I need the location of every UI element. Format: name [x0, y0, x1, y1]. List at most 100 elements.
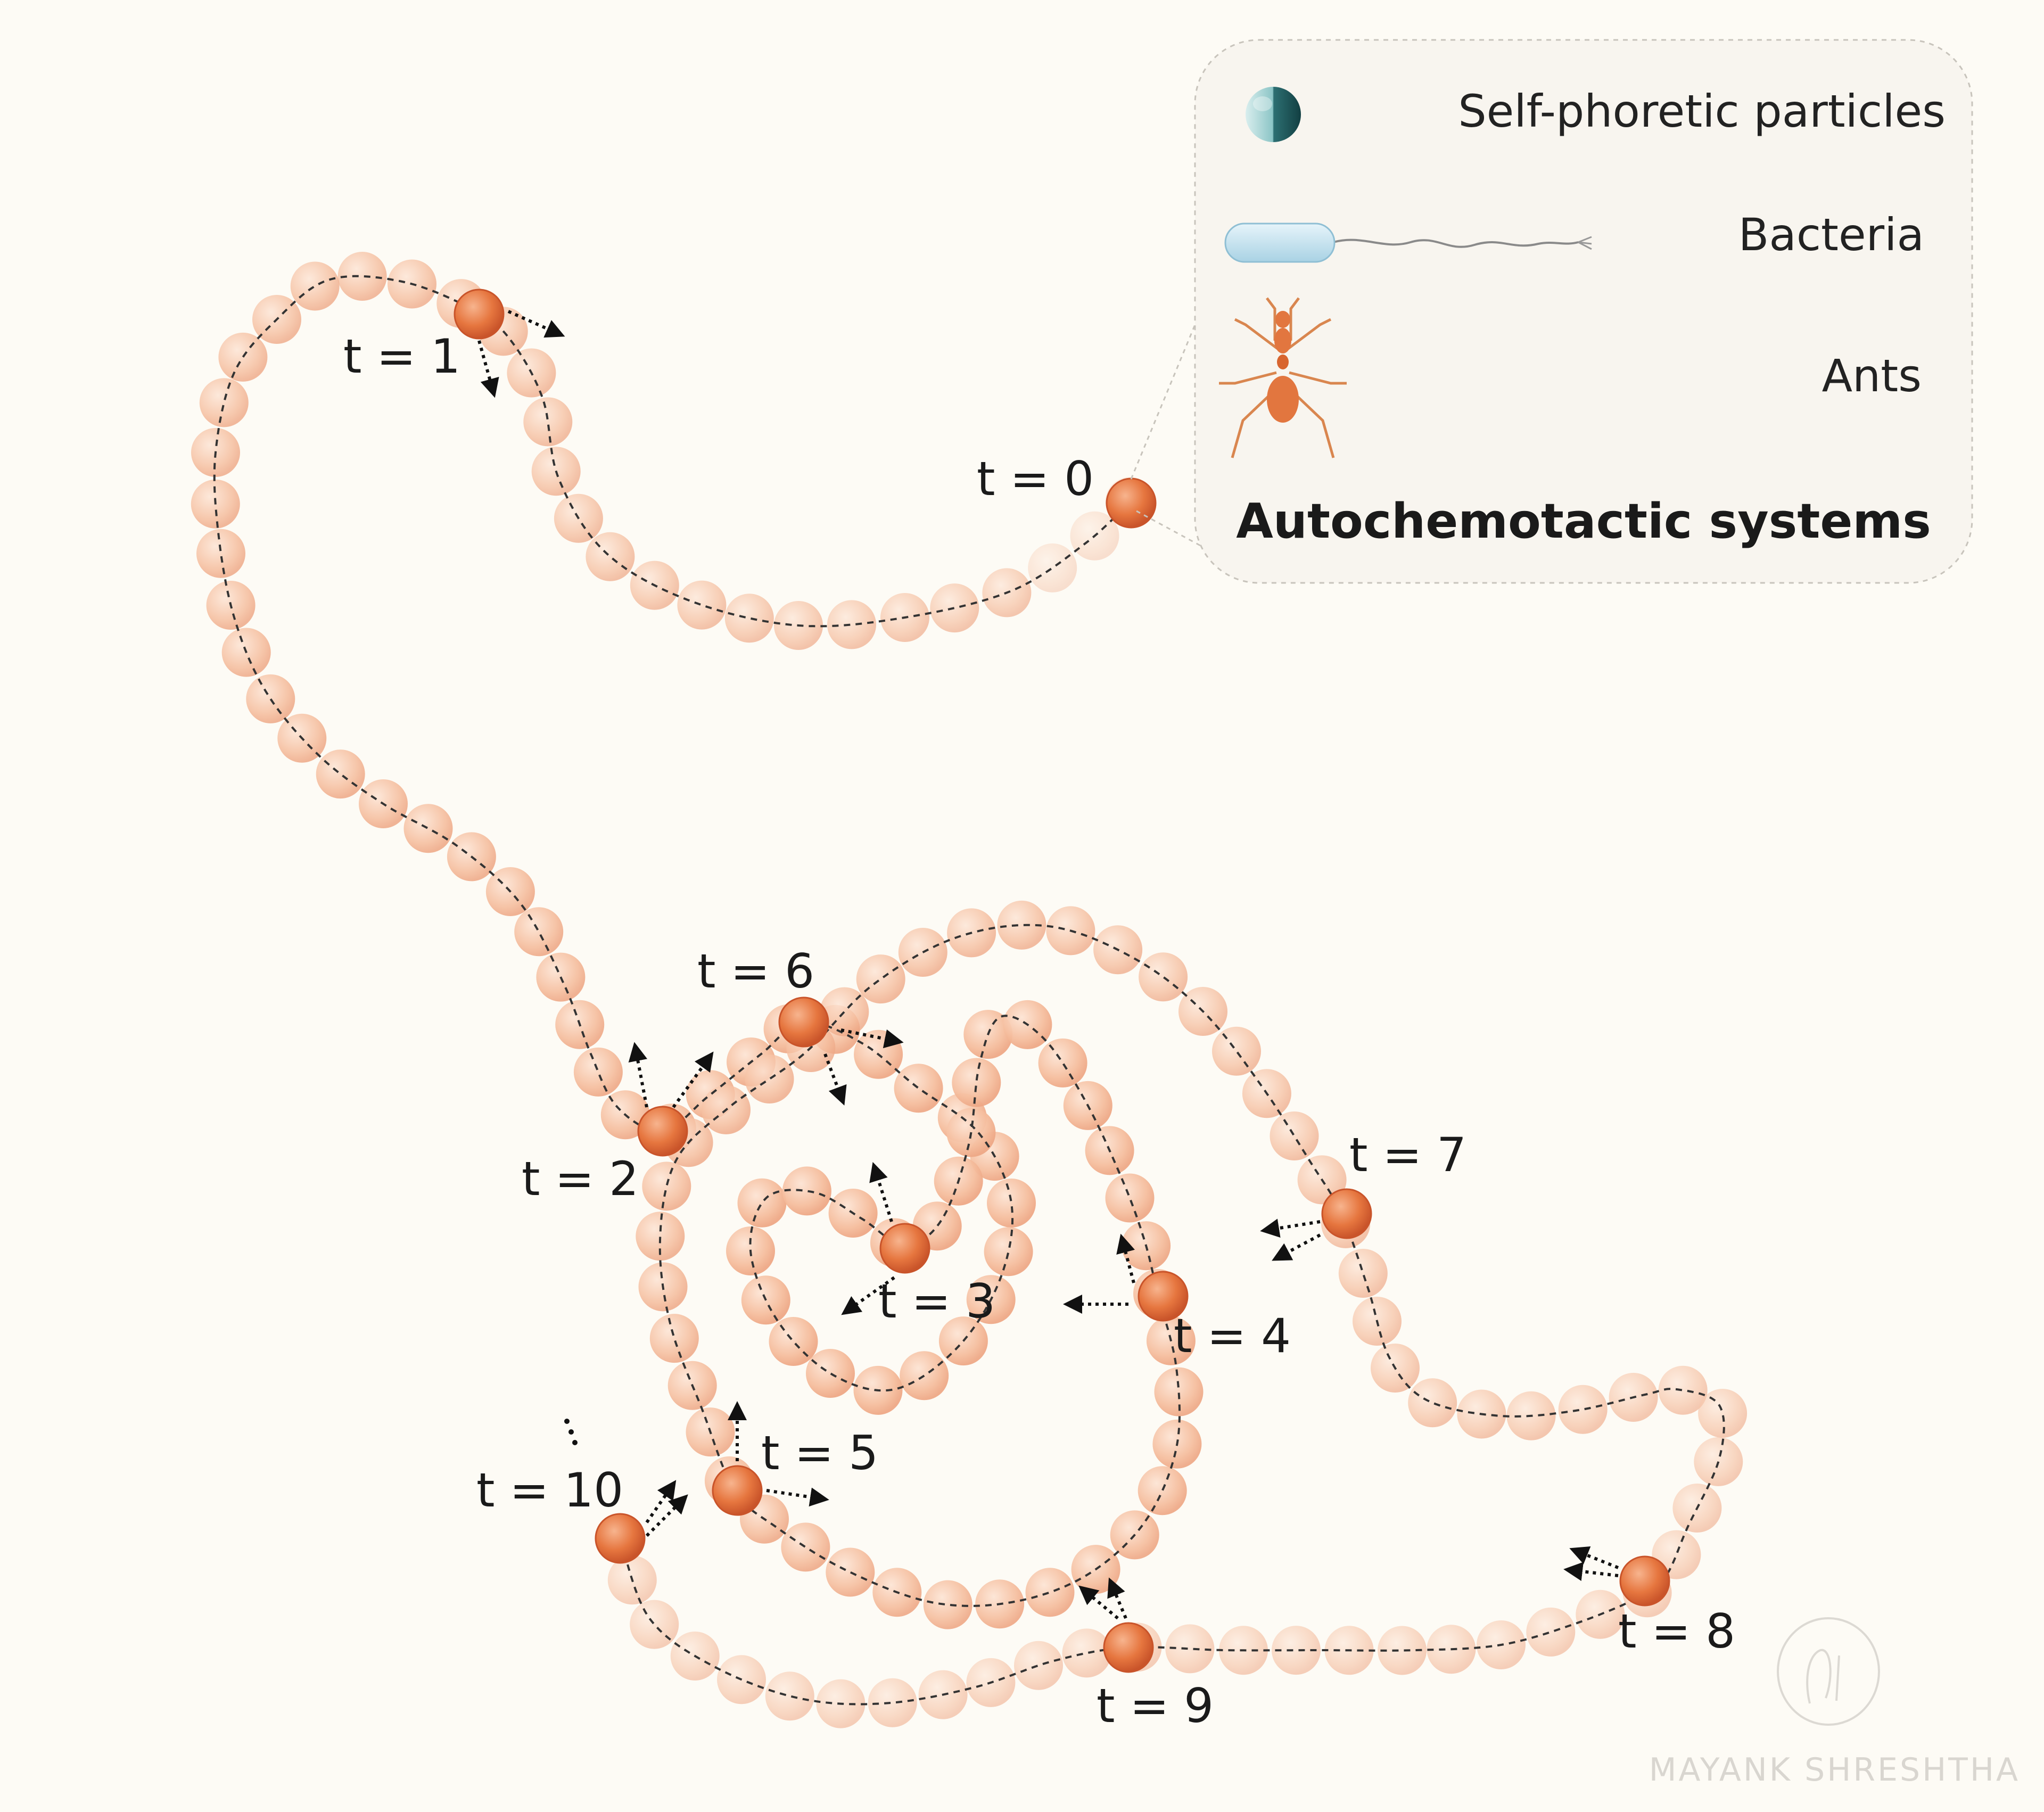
gradient-arrow — [477, 340, 499, 398]
time-labels: t = 0 t = 1 t = 2 t = 3 t = 4 t = 5 t = … — [343, 329, 1735, 1733]
trail-bead — [1408, 1378, 1457, 1428]
trail-bead — [630, 1600, 679, 1649]
trail-bead — [1270, 1111, 1319, 1160]
trail-bead — [1139, 952, 1188, 1002]
trail-bead — [1378, 1626, 1427, 1675]
janus-particle-icon — [1246, 87, 1301, 142]
trail-bead — [856, 954, 905, 1004]
trail-bead — [1138, 1466, 1187, 1516]
trajectory-path — [213, 275, 1725, 1706]
trail-bead — [1105, 1173, 1155, 1223]
active-particle-t2 — [637, 1106, 688, 1157]
trail-bead — [337, 252, 387, 301]
trail-bead — [930, 583, 979, 633]
active-particle-t7 — [1321, 1188, 1372, 1239]
gradient-arrow — [672, 1051, 714, 1108]
trail-bead — [649, 1314, 699, 1363]
gradient-arrow — [869, 1162, 893, 1222]
legend: Self-phoretic particles Bacteria Ants — [1194, 39, 1973, 584]
trail-bead — [1526, 1607, 1576, 1657]
legend-label-particles: Self-phoretic particles — [1458, 85, 1946, 137]
time-label-3: t = 3 — [878, 1274, 995, 1329]
trail-bead — [737, 1178, 787, 1228]
time-label-10: t = 10 — [476, 1463, 623, 1518]
gradient-arrow — [1272, 1233, 1321, 1261]
active-particle-t6 — [778, 996, 829, 1048]
gradient-arrow — [1107, 1577, 1127, 1619]
time-label-2: t = 2 — [522, 1151, 639, 1206]
continuation-dots — [564, 1419, 578, 1445]
trail-bead — [523, 397, 573, 447]
trail-bead — [826, 1547, 875, 1597]
trail-bead — [218, 332, 268, 382]
trail-bead — [765, 1671, 814, 1721]
gradient-arrow — [1260, 1218, 1321, 1238]
trail-bead — [894, 1064, 943, 1113]
gradient-arrow — [1569, 1546, 1619, 1569]
trail-bead — [1165, 1624, 1215, 1674]
trail-bead — [573, 1047, 623, 1097]
gradient-arrow — [645, 1480, 677, 1523]
time-label-6: t = 6 — [697, 944, 814, 999]
time-label-0: t = 0 — [977, 451, 1094, 506]
time-label-9: t = 9 — [1097, 1678, 1214, 1733]
trail-bead — [724, 594, 774, 643]
trail-bead — [199, 378, 249, 427]
gradient-arrow — [823, 1053, 847, 1106]
legend-box — [1194, 39, 1973, 584]
gradient-arrow — [840, 1028, 904, 1049]
trail-bead — [196, 529, 245, 578]
trail-bead — [1698, 1389, 1748, 1438]
trail-bead — [1028, 543, 1077, 592]
gradient-arrow — [628, 1042, 648, 1108]
trail-bead — [868, 1678, 917, 1727]
trail-bead — [827, 600, 876, 649]
time-label-5: t = 5 — [761, 1426, 878, 1480]
trail-bead — [1558, 1385, 1608, 1434]
trail-bead — [769, 1317, 818, 1366]
trail-bead — [1272, 1626, 1321, 1675]
trail-bead — [1025, 1568, 1075, 1617]
legend-label-bacteria: Bacteria — [1738, 209, 1924, 261]
time-label-4: t = 4 — [1174, 1308, 1291, 1363]
time-label-7: t = 7 — [1349, 1127, 1466, 1182]
legend-connector — [1130, 324, 1235, 565]
trail-bead — [1212, 1026, 1261, 1076]
time-label-8: t = 8 — [1618, 1604, 1735, 1659]
active-particle-t10 — [595, 1513, 646, 1564]
active-particle-t4 — [1138, 1271, 1189, 1322]
trail-bead — [403, 804, 453, 853]
trail-bead — [1038, 1038, 1087, 1088]
trail-bead — [745, 1055, 794, 1103]
trail-bead — [290, 261, 340, 311]
trail-bead — [1154, 1367, 1204, 1416]
trail-bead — [636, 1212, 685, 1261]
trail-bead — [316, 749, 365, 799]
gradient-arrow — [766, 1487, 829, 1507]
gradient-arrow — [507, 310, 565, 338]
trail-bead — [677, 580, 727, 630]
active-particle-t9 — [1103, 1622, 1154, 1673]
gradient-arrow — [1078, 1585, 1119, 1620]
bacterium-icon — [1224, 223, 1592, 263]
trail-bead — [1658, 1365, 1708, 1415]
trail-bead — [586, 532, 635, 581]
trail-bead — [806, 1349, 855, 1398]
trail-bead — [997, 900, 1046, 950]
gradient-arrow — [645, 1494, 688, 1537]
trail-bead — [246, 674, 295, 723]
watermark-signature-icon — [1777, 1617, 1880, 1726]
trail-bead — [984, 1227, 1033, 1276]
active-particle-t5 — [712, 1465, 763, 1516]
trail-bead — [782, 1166, 831, 1216]
trail-bead — [781, 1522, 830, 1572]
time-label-1: t = 1 — [343, 329, 460, 384]
active-particle-t8 — [1619, 1555, 1670, 1607]
trail-bead — [1338, 1249, 1388, 1298]
active-particle-t3 — [879, 1223, 930, 1274]
legend-title: Autochemotactic systems — [1236, 493, 1931, 549]
trail-bead — [1014, 1641, 1063, 1690]
trail-bead — [1062, 1628, 1111, 1678]
gradient-arrow — [1563, 1562, 1619, 1581]
